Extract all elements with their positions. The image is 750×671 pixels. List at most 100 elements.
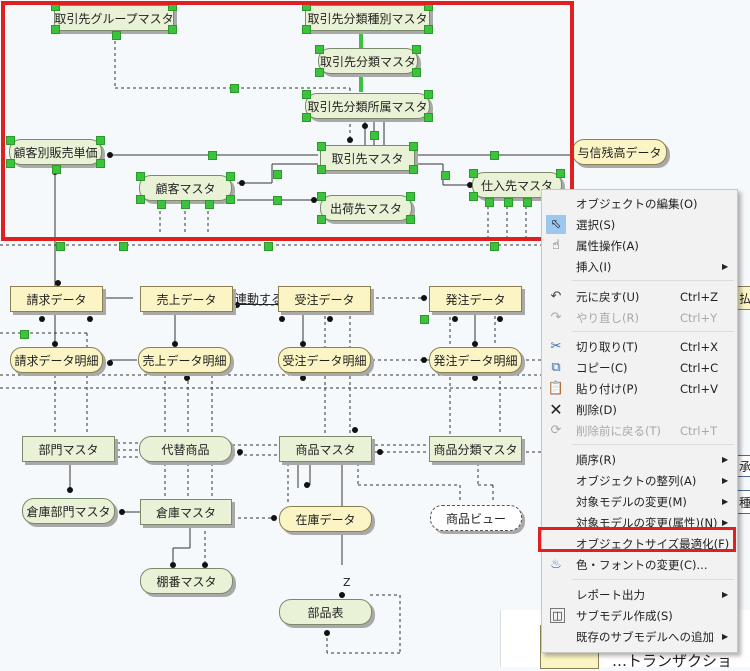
submenu-arrow-icon: ▶ (722, 262, 729, 271)
menu-item-change-model-attr[interactable]: 対象モデルの変更(属性)(N)▶ (542, 512, 737, 533)
menu-item-report[interactable]: レポート出力▶ (542, 584, 737, 605)
menu-label: オブジェクトサイズ最適化(F) (576, 536, 730, 551)
entity-label: 代替商品 (161, 442, 210, 457)
relation-handle[interactable] (205, 200, 214, 209)
entity-partner-master[interactable]: 取引先マスタ (317, 142, 418, 174)
entity-class-master[interactable]: 取引先分類マスタ (315, 45, 421, 77)
entity-label: 仕入先マスタ (480, 178, 553, 193)
relation-handle[interactable] (504, 198, 513, 207)
menu-shortcut: Ctrl+Z (680, 289, 718, 304)
entity-billing-detail[interactable]: 請求データ明細 (10, 347, 103, 373)
relation-handle[interactable] (230, 84, 239, 93)
menu-label: 削除(D) (576, 402, 617, 417)
entity-product-class-master[interactable]: 商品分類マスタ (429, 436, 522, 462)
entity-product-view[interactable]: 商品ビュー (430, 505, 522, 531)
menu-item-align[interactable]: オブジェクトの整列(A)▶ (542, 470, 737, 491)
menu-item-attribute[interactable]: ☝属性操作(A) (542, 235, 737, 256)
entity-class-belong-master[interactable]: 取引先分類所属マスタ (302, 90, 433, 122)
entity-supplier-master[interactable]: 仕入先マスタ (469, 169, 565, 201)
paint-bucket-icon: ♨ (550, 557, 562, 572)
menu-item-select[interactable]: ⬁選択(S) (542, 214, 737, 235)
entity-purchase-data[interactable]: 発注データ (429, 286, 522, 312)
entity-label: 倉庫マスタ (155, 505, 216, 520)
relation-handle[interactable] (420, 315, 429, 324)
menu-item-create-submodel[interactable]: ◫サブモデル作成(S) (542, 605, 737, 626)
menu-label: 既存のサブモデルへの追加 (576, 629, 714, 644)
entity-purchase-detail[interactable]: 発注データ明細 (429, 347, 522, 373)
menu-item-add-to-submodel[interactable]: 既存のサブモデルへの追加 ▶ (542, 626, 737, 647)
entity-bom[interactable]: 部品表 (279, 599, 372, 625)
relation-handle[interactable] (523, 198, 532, 207)
entity-label: 倉庫部門マスタ (26, 504, 111, 519)
menu-item-restore[interactable]: ⟳削除前に戻る(T)Ctrl+T (542, 420, 737, 441)
menu-item-change-model[interactable]: 対象モデルの変更(M)▶ (542, 491, 737, 512)
entity-label: 種 (739, 495, 750, 510)
relation-handle[interactable] (20, 330, 29, 339)
relation-handle[interactable] (208, 151, 217, 160)
relation-handle[interactable] (490, 151, 499, 160)
hand-icon: ☝ (552, 238, 560, 253)
menu-separator (572, 579, 734, 580)
relation-handle[interactable] (485, 198, 494, 207)
menu-item-optimize-size[interactable]: オブジェクトサイズ最適化(F) (542, 533, 737, 554)
submenu-arrow-icon: ▶ (722, 632, 729, 641)
relation-handle[interactable] (273, 196, 282, 205)
relation-handle[interactable] (264, 242, 273, 251)
relation-handle[interactable] (370, 131, 379, 140)
menu-item-color-font[interactable]: ♨色・フォントの変更(C)... (542, 554, 737, 575)
entity-order-data[interactable]: 受注データ (278, 286, 371, 312)
entity-partial-right-mid[interactable]: 承記 (736, 455, 750, 477)
menu-item-insert[interactable]: 挿入(I)▶ (542, 256, 737, 277)
menu-label: 貼り付け(P) (576, 381, 638, 396)
entity-label: 払デ (739, 291, 750, 306)
menu-item-edit-object[interactable]: オブジェクトの編集(O) (542, 193, 737, 214)
relation-handle[interactable] (181, 200, 190, 209)
relation-handle[interactable] (441, 171, 450, 180)
relation-handle[interactable] (112, 31, 121, 40)
menu-item-order[interactable]: 順序(R)▶ (542, 449, 737, 470)
menu-item-cut[interactable]: ✂切り取り(T)Ctrl+X (542, 336, 737, 357)
entity-customer-price[interactable]: 顧客別販売単価 (6, 136, 105, 168)
menu-label: 削除前に戻る(T) (576, 423, 661, 438)
entity-partial-right-top[interactable]: 払デ (736, 286, 750, 310)
entity-warehouse-dept-master[interactable]: 倉庫部門マスタ (22, 498, 115, 524)
entity-label: 受注データ明細 (282, 353, 367, 368)
entity-class-type-master[interactable]: 取引先分類種別マスタ (302, 2, 433, 34)
entity-group-master[interactable]: 取引先グループマスタ (51, 2, 177, 34)
relation-handle[interactable] (119, 242, 128, 251)
menu-item-redo[interactable]: ↷やり直し(R)Ctrl+Y (542, 307, 737, 328)
relation-handle[interactable] (52, 165, 61, 174)
context-menu: オブジェクトの編集(O) ⬁選択(S) ☝属性操作(A) 挿入(I)▶ ↶元に戻… (541, 189, 738, 653)
entity-billing-data[interactable]: 請求データ (10, 286, 103, 312)
entity-label: 部門マスタ (38, 442, 99, 457)
entity-stock-data[interactable]: 在庫データ (279, 506, 372, 532)
entity-partial-right-low[interactable]: 種 (736, 490, 750, 514)
menu-shortcut: Ctrl+Y (680, 310, 718, 325)
submenu-arrow-icon: ▶ (722, 497, 729, 506)
entity-product-master[interactable]: 商品マスタ (279, 436, 372, 462)
undo-icon: ↶ (550, 289, 562, 304)
menu-item-delete[interactable]: ✕削除(D) (542, 399, 737, 420)
entity-credit-balance[interactable]: 与信残高データ (572, 139, 667, 165)
relation-handle[interactable] (273, 170, 282, 179)
menu-label: オブジェクトの整列(A) (576, 473, 697, 488)
menu-item-copy[interactable]: ⧉コピー(C)Ctrl+C (542, 357, 737, 378)
relation-handle[interactable] (157, 200, 166, 209)
menu-label: 切り取り(T) (576, 339, 638, 354)
entity-warehouse-master[interactable]: 倉庫マスタ (140, 499, 232, 525)
entity-sales-data[interactable]: 売上データ (140, 286, 233, 312)
entity-shipto-master[interactable]: 出荷先マスタ (317, 192, 415, 224)
entity-customer-master[interactable]: 顧客マスタ (136, 172, 235, 204)
menu-item-undo[interactable]: ↶元に戻す(U)Ctrl+Z (542, 286, 737, 307)
entity-dept-master[interactable]: 部門マスタ (22, 436, 115, 462)
entity-order-detail[interactable]: 受注データ明細 (278, 347, 371, 373)
entity-label: 顧客マスタ (155, 181, 216, 196)
entity-label: 請求データ明細 (14, 353, 99, 368)
entity-alt-product[interactable]: 代替商品 (139, 436, 232, 462)
menu-item-paste[interactable]: 📋貼り付け(P)Ctrl+V (542, 378, 737, 399)
menu-label: 選択(S) (576, 217, 616, 232)
entity-shelf-master[interactable]: 棚番マスタ (140, 568, 233, 594)
relation-handle[interactable] (490, 242, 499, 251)
entity-sales-detail[interactable]: 売上データ明細 (138, 347, 231, 373)
relation-handle[interactable] (56, 242, 65, 251)
